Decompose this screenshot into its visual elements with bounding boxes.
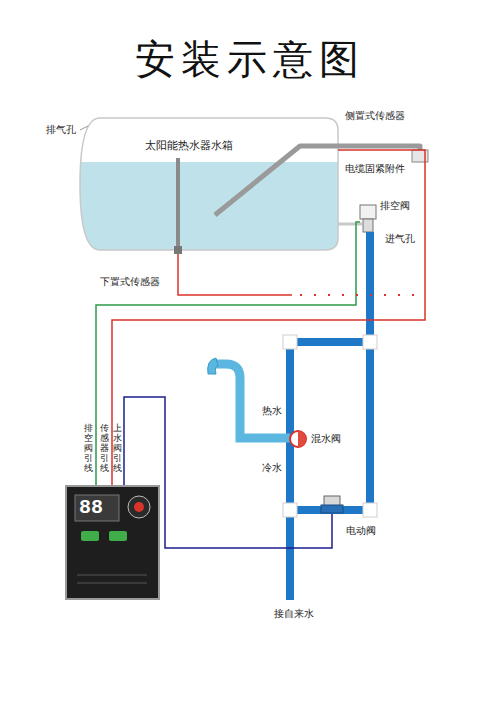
part-label: 侧置式传感器 [345,110,405,122]
node-label: 电动阀 [346,524,376,538]
mixing-valve: 混水阀 [289,430,341,448]
part-label: 下置式传感器 [100,276,160,288]
valve-symbol [320,494,344,514]
water-pipes [290,232,370,600]
drain-valve-wire [96,222,360,485]
part-label: 排空阀 [380,200,410,212]
display-digits: 88 [79,496,103,520]
part-label: 进气孔 [385,233,415,245]
node-label: 混水阀 [311,432,341,446]
electric-valve: 电动阀 [320,494,344,514]
tank-box: 太阳能热水器水箱 [80,118,338,250]
part-label: 热水 [262,405,282,417]
part-label: 电缆固紧附件 [345,163,405,175]
page-title: 安装示意图 [0,32,500,87]
node-label: 太阳能热水器水箱 [145,138,233,153]
valve-symbol [289,430,307,448]
pipe-joints [283,335,377,517]
sensor-wire [112,150,425,485]
tank-figure [78,118,340,254]
lower-sensor [174,158,182,254]
exhaust-valve [338,205,376,232]
part-label: 冷水 [262,462,282,474]
sensor-cable [215,146,420,215]
wire-label: 上水阀引线 [113,424,122,473]
part-label: 排气孔 [46,124,76,136]
hot-pipe [216,364,290,438]
shower-head [208,358,218,374]
lower-sensor-wire [178,254,292,295]
dotted-wire [300,294,425,296]
wire-label: 传感器引线 [100,424,109,473]
wire-label: 排空阀引线 [84,424,93,473]
controller-box: 88 [65,485,160,600]
part-label: 接自来水 [274,608,314,620]
